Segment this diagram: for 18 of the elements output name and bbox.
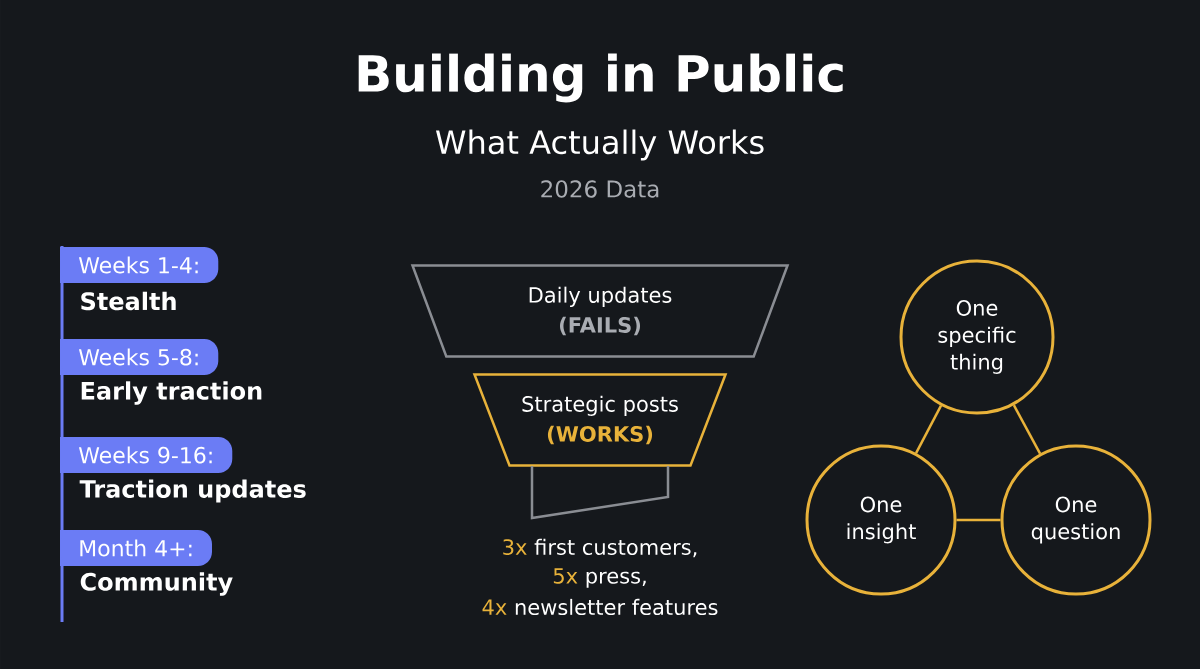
result-stat: 4x newsletter features [482,598,718,616]
title: Building in Public [358,53,843,103]
stage-heading: Community [80,572,233,596]
connector-line [914,405,943,454]
stage-tab: Month 4+: [60,530,212,566]
stage-tab: Weeks 1-4: [60,247,219,283]
funnel-spout [530,466,670,520]
result-stat: 5x press, [553,568,646,588]
connector-line [956,518,1001,522]
connector-line [1012,404,1042,455]
subtitle: 2026 Data [541,180,659,198]
stage-heading: Early traction [81,381,262,405]
stage-tab: Weeks 9-16: [60,437,233,473]
stage-heading: Traction updates [79,479,306,503]
stage-tab: Weeks 5-8: [60,339,219,375]
stage-heading: Stealth [81,291,176,311]
result-stat: 3x first customers, [503,538,697,558]
subtitle: What Actually Works [435,129,764,161]
